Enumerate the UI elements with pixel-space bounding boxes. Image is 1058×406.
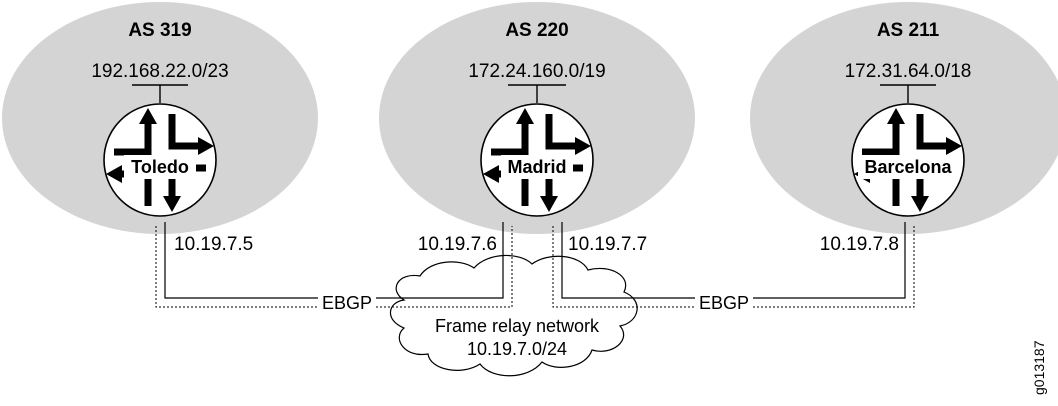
as-211-prefix: 172.31.64.0/18 bbox=[845, 61, 972, 82]
router-madrid-badge bbox=[501, 155, 573, 179]
ebgp-label-east: EBGP bbox=[699, 293, 749, 313]
cloud-icon bbox=[389, 254, 638, 377]
madrid-interface-east: 10.19.7.7 bbox=[568, 234, 647, 255]
cloud-line-1: Frame relay network bbox=[435, 316, 600, 336]
barcelona-interface: 10.19.7.8 bbox=[820, 234, 899, 255]
as-220-prefix: 172.24.160.0/19 bbox=[468, 61, 605, 82]
ebgp-link-east bbox=[552, 222, 915, 308]
as-220-label: AS 220 bbox=[505, 20, 568, 41]
router-barcelona-name: Barcelona bbox=[864, 157, 952, 177]
figure-id: g013187 bbox=[1031, 340, 1047, 395]
toledo-interface: 10.19.7.5 bbox=[174, 234, 253, 255]
router-toledo-name: Toledo bbox=[131, 157, 189, 177]
as-211-label: AS 211 bbox=[877, 20, 940, 41]
ebgp-label-west: EBGP bbox=[322, 293, 372, 313]
madrid-interface-west: 10.19.7.6 bbox=[418, 234, 497, 255]
as-211-prefix-bus bbox=[880, 84, 936, 103]
ebgp-link-west bbox=[155, 222, 513, 308]
as-319-prefix-bus bbox=[132, 84, 188, 103]
router-madrid-name: Madrid bbox=[507, 157, 566, 177]
cloud-line-2: 10.19.7.0/24 bbox=[467, 339, 567, 359]
router-barcelona-badge bbox=[858, 155, 958, 179]
as-220-prefix-bus bbox=[508, 84, 566, 103]
as-319-prefix: 192.168.22.0/23 bbox=[91, 61, 228, 82]
router-toledo-badge bbox=[124, 155, 196, 179]
as-319-label: AS 319 bbox=[128, 20, 191, 41]
